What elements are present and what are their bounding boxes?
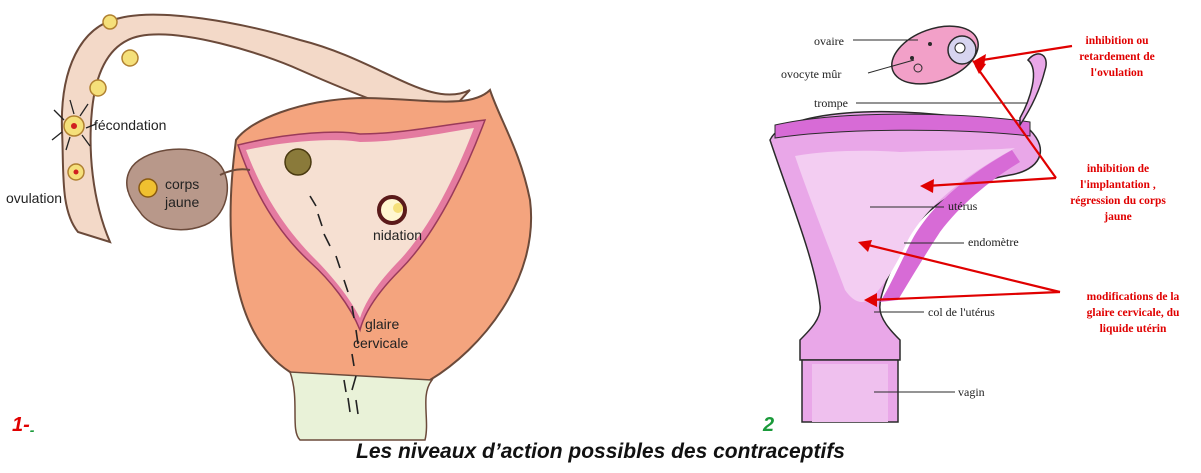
egg-icon <box>122 50 138 66</box>
svg-text:liquide utérin: liquide utérin <box>1100 323 1167 335</box>
vagina2-inner <box>812 364 888 422</box>
label-nidation: nidation <box>373 227 422 243</box>
label-ovaire: ovaire <box>814 34 844 48</box>
corpus-luteum-icon <box>139 179 157 197</box>
egg-icon <box>103 15 117 29</box>
svg-text:l'ovulation: l'ovulation <box>1091 67 1144 79</box>
figure2-diagram: ovaire ovocyte mûr trompe utérus endomèt… <box>770 15 1180 422</box>
svg-text:jaune: jaune <box>1103 211 1131 223</box>
svg-text:retardement de: retardement de <box>1079 51 1154 63</box>
label-cervicale: cervicale <box>353 335 408 351</box>
vagina-top <box>290 372 432 440</box>
figure-caption: Les niveaux d’action possibles des contr… <box>0 440 1201 464</box>
label-uterus: utérus <box>948 199 978 213</box>
annotation-ovulation: inhibition ou retardement de l'ovulation <box>1079 35 1154 79</box>
annotation-glaire: modifications de la glaire cervicale, du… <box>1087 291 1180 335</box>
svg-text:inhibition ou: inhibition ou <box>1086 35 1150 47</box>
label-fecondation: fécondation <box>94 117 166 133</box>
label-ovocyte: ovocyte mûr <box>781 67 841 81</box>
embryo-icon <box>285 149 311 175</box>
svg-text:l'implantation ,: l'implantation , <box>1080 179 1156 191</box>
tube2 <box>1020 54 1046 125</box>
annotation-implantation: inhibition de l'implantation , régressio… <box>1070 163 1166 223</box>
figure1-number-suffix: - <box>30 422 35 438</box>
label-vagin: vagin <box>958 385 985 399</box>
figure1-diagram: fécondation ovulation corps jaune nidati… <box>6 15 531 440</box>
label-jaune: jaune <box>164 194 199 210</box>
egg-icon <box>90 80 106 96</box>
label-corps: corps <box>165 176 199 192</box>
svg-text:inhibition de: inhibition de <box>1087 163 1149 175</box>
label-glaire: glaire <box>365 316 399 332</box>
label-trompe: trompe <box>814 96 848 110</box>
label-endometre: endomètre <box>968 235 1019 249</box>
figure1-number: 1-- <box>12 414 34 437</box>
label-col: col de l'utérus <box>928 305 995 319</box>
svg-text:régression du corps: régression du corps <box>1070 195 1166 207</box>
svg-text:glaire cervicale, du: glaire cervicale, du <box>1087 307 1180 319</box>
label-ovulation: ovulation <box>6 190 62 206</box>
svg-text:modifications de la: modifications de la <box>1087 291 1180 303</box>
figure2-number: 2 <box>763 414 774 437</box>
